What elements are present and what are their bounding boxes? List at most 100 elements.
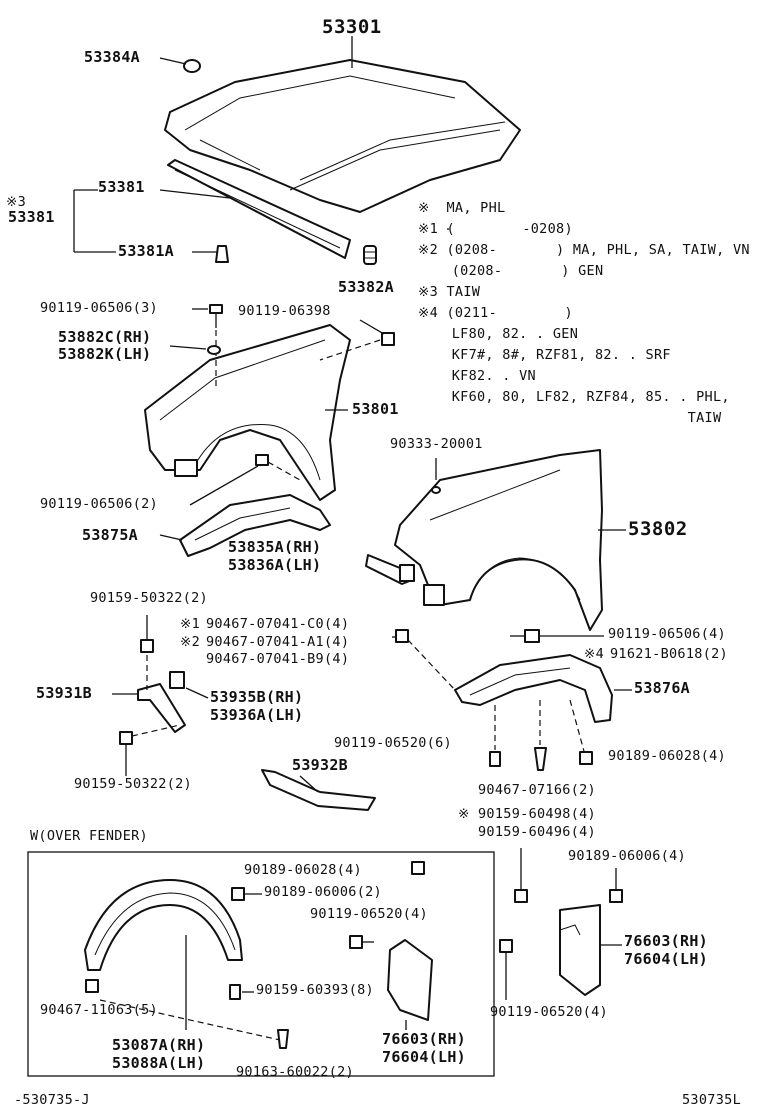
- note-line: ※2 (0208- ) MA, PHL, SA, TAIW, VN: [418, 242, 750, 258]
- bracket-53835a: [365, 554, 415, 585]
- label-mark4: ※4: [584, 646, 605, 662]
- label-w-90119-06520: 90119-06520(4): [310, 906, 428, 922]
- footer-code-left: -530735-J: [14, 1092, 90, 1108]
- label-w-90163-60022: 90163-60022(2): [236, 1064, 354, 1080]
- label-w-90159-60393: 90159-60393(8): [256, 982, 374, 998]
- clip-90467-11063: [85, 979, 99, 993]
- bolt-90119-06398: [319, 319, 395, 361]
- clip-90467-07166: [534, 747, 547, 771]
- label-90333-20001: 90333-20001: [390, 436, 483, 452]
- bolt-90119-06506-4: [510, 629, 604, 643]
- label-53936a: 53936A(LH): [210, 706, 304, 724]
- nut-90189-06006-w: [231, 887, 262, 901]
- label-53381-b: 53381: [8, 208, 55, 226]
- liner-53876a: [454, 654, 632, 756]
- washer-53882: [169, 345, 221, 355]
- note-line: ※1 ( -0208): [418, 221, 573, 237]
- bolt-90119-06506-3: [192, 304, 223, 390]
- label-w-53088a: 53088A(LH): [112, 1054, 206, 1072]
- moulding-53932b: [261, 769, 376, 811]
- label-53882c: 53882C(RH): [58, 328, 152, 346]
- label-53935b: 53935B(RH): [210, 688, 304, 706]
- note-line: ※3 TAIW: [418, 284, 481, 300]
- label-w-90189-06006: 90189-06006(2): [264, 884, 382, 900]
- note-line: KF82. . VN: [418, 368, 536, 384]
- label-w-90189-06028: 90189-06028(4): [244, 862, 362, 878]
- label-53875a: 53875A: [82, 526, 138, 544]
- label-90159-60496: 90159-60496(4): [478, 824, 596, 840]
- label-w-76604: 76604(LH): [382, 1048, 466, 1066]
- label-90467-a1: 90467-07041-A1(4): [206, 634, 350, 650]
- label-90467-c0: 90467-07041-C0(4): [206, 616, 350, 632]
- label-mark-x: ※: [458, 806, 470, 822]
- nut-90189-06028-w: [411, 861, 425, 875]
- note-line: (0208- ) GEN: [418, 263, 604, 279]
- mudguard-76603-w: [387, 939, 433, 1030]
- label-76604-lh: 76604(LH): [624, 950, 708, 968]
- fender-53801: [144, 324, 351, 501]
- label-90119-06398: 90119-06398: [238, 303, 331, 319]
- note-line: KF60, 80, LF82, RZF84, 85. . PHL,: [418, 389, 730, 405]
- note-line: LF80, 82. . GEN: [418, 326, 579, 342]
- label-mark2: ※2: [180, 634, 201, 650]
- label-53382a: 53382A: [338, 278, 394, 296]
- seal-53381: [73, 159, 351, 263]
- bolt-90119-06520-right: [499, 939, 513, 1000]
- over-fender-53087a: [84, 879, 281, 1041]
- label-53932b: 53932B: [292, 756, 348, 774]
- label-w-90467-11063: 90467-11063(5): [40, 1002, 158, 1018]
- fender-53802: [394, 449, 626, 631]
- label-90119-06520-4: 90119-06520(4): [490, 1004, 608, 1020]
- bolt-90159-60393: [229, 984, 254, 1000]
- label-90467-07166: 90467-07166(2): [478, 782, 596, 798]
- label-90119-06506-2: 90119-06506(2): [40, 496, 158, 512]
- label-76603-rh: 76603(RH): [624, 932, 708, 950]
- clip-90467-07041: [392, 629, 456, 691]
- label-53801: 53801: [352, 400, 399, 418]
- label-91621-b0618: 91621-B0618(2): [610, 646, 728, 662]
- hood-53301: [164, 59, 521, 213]
- clip-90163-60022: [277, 1029, 289, 1049]
- note-line: KF7#, 8#, RZF81, 82. . SRF: [418, 347, 671, 363]
- bolt-90119-06520-6: [489, 751, 501, 767]
- bolt-90119-06506-2: [189, 454, 301, 506]
- label-90189-06028-4: 90189-06028(4): [608, 748, 726, 764]
- bolt-90159-60498: [514, 848, 528, 903]
- cushion-53382a: [363, 245, 377, 265]
- label-53882k: 53882K(LH): [58, 345, 152, 363]
- label-90159-60498: 90159-60498(4): [478, 806, 596, 822]
- label-90119-06520-6: 90119-06520(6): [334, 735, 452, 751]
- note-line: TAIW: [418, 410, 722, 426]
- clip-53384a: [159, 57, 201, 73]
- label-90189-06006-4: 90189-06006(4): [568, 848, 686, 864]
- label-53381: 53381: [98, 178, 145, 196]
- over-fender-box: [27, 851, 495, 1077]
- bolt-90159-50322-b: [119, 724, 181, 776]
- label-53876a: 53876A: [634, 679, 690, 697]
- applicability-notes: ※ MA, PHL ※1 ( -0208) ※2 (0208- ) MA, PH…: [418, 200, 750, 433]
- mudguard-76603-right: [559, 904, 622, 996]
- label-53836a: 53836A(LH): [228, 556, 322, 574]
- label-53381a: 53381A: [118, 242, 174, 260]
- label-w-over-fender: W(OVER FENDER): [30, 828, 148, 844]
- label-53301: 53301: [322, 16, 382, 38]
- label-53835a: 53835A(RH): [228, 538, 322, 556]
- bolt-90159-50322-a: [140, 615, 154, 690]
- bolt-90119-06520-w: [349, 935, 374, 949]
- label-53384a: 53384A: [84, 48, 140, 66]
- label-note3: ※3: [6, 194, 27, 210]
- nut-90189-06006-right: [609, 868, 623, 903]
- footer-code-right: 530735L: [682, 1092, 741, 1108]
- label-mark1: ※1: [180, 616, 201, 632]
- label-90159-50322-a: 90159-50322(2): [90, 590, 208, 606]
- label-90119-06506-3: 90119-06506(3): [40, 300, 158, 316]
- note-line: ※ MA, PHL: [418, 200, 506, 216]
- note-line: ※4 (0211- ): [418, 305, 573, 321]
- label-w-76603: 76603(RH): [382, 1030, 466, 1048]
- bracket-53931b: [112, 671, 209, 733]
- label-90467-b9: 90467-07041-B9(4): [206, 651, 350, 667]
- label-53802: 53802: [628, 518, 688, 540]
- liner-53875a: [159, 494, 331, 557]
